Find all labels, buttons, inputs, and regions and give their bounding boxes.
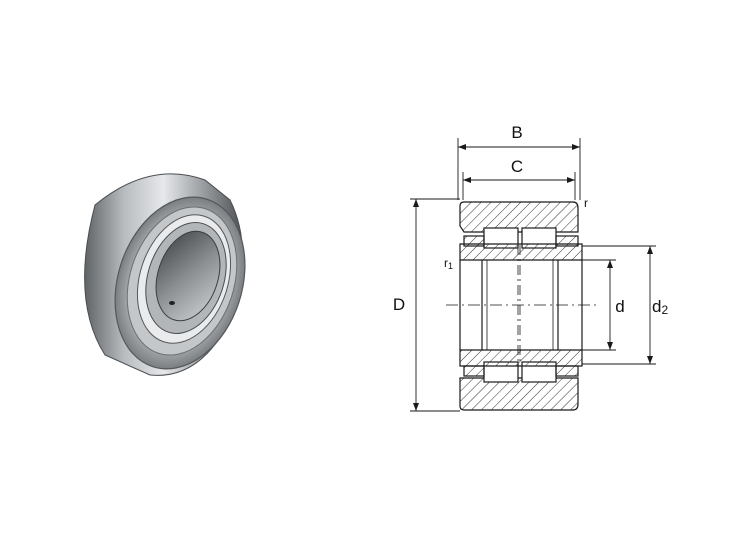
label-r1-main: r — [444, 256, 448, 270]
label-B: B — [511, 123, 522, 142]
label-d: d — [615, 297, 624, 316]
label-d2: d2 — [652, 297, 668, 317]
label-C: C — [511, 157, 523, 176]
label-d2-main: d — [652, 297, 661, 316]
label-d2-sub: 2 — [661, 303, 668, 317]
label-r1: r1 — [444, 256, 453, 271]
label-r: r — [584, 196, 588, 210]
inner-ring-top — [459, 243, 583, 261]
label-D: D — [393, 295, 405, 314]
outer-ring-top — [459, 201, 579, 233]
outer-ring-bottom — [459, 377, 579, 411]
label-r1-sub: 1 — [448, 261, 453, 271]
inner-ring-bottom — [459, 349, 583, 367]
bearing-drawing — [410, 138, 656, 412]
bearing-photo — [84, 173, 246, 376]
